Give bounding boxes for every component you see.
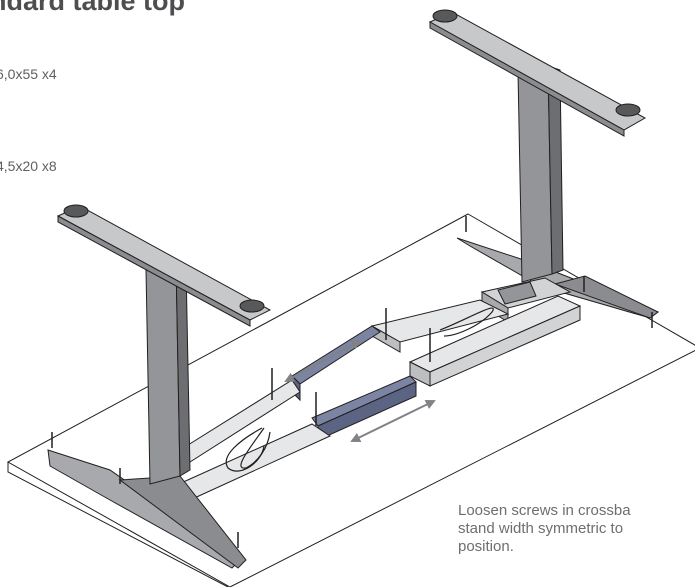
screws (51, 216, 653, 548)
instruction-line: stand width symmetric to (458, 520, 624, 537)
left-top-bracket (56, 204, 272, 327)
screw-label-short: 4,5x20 x8 (0, 158, 57, 174)
page-title: ndard table top (0, 0, 185, 16)
adjust-arrows (284, 340, 436, 442)
crossbar-front-outer (408, 295, 582, 387)
instruction-text: Loosen screws in crossba stand width sym… (458, 502, 695, 556)
cables (225, 307, 494, 472)
screw-label-long: 6,0x55 x4 (0, 66, 57, 82)
left-foot (47, 449, 247, 569)
instruction-line: Loosen screws in crossba (458, 502, 631, 519)
table-top-edge (7, 462, 229, 587)
right-top-bracket (428, 9, 647, 137)
instruction-line: position. (458, 538, 514, 555)
left-column (145, 261, 191, 485)
